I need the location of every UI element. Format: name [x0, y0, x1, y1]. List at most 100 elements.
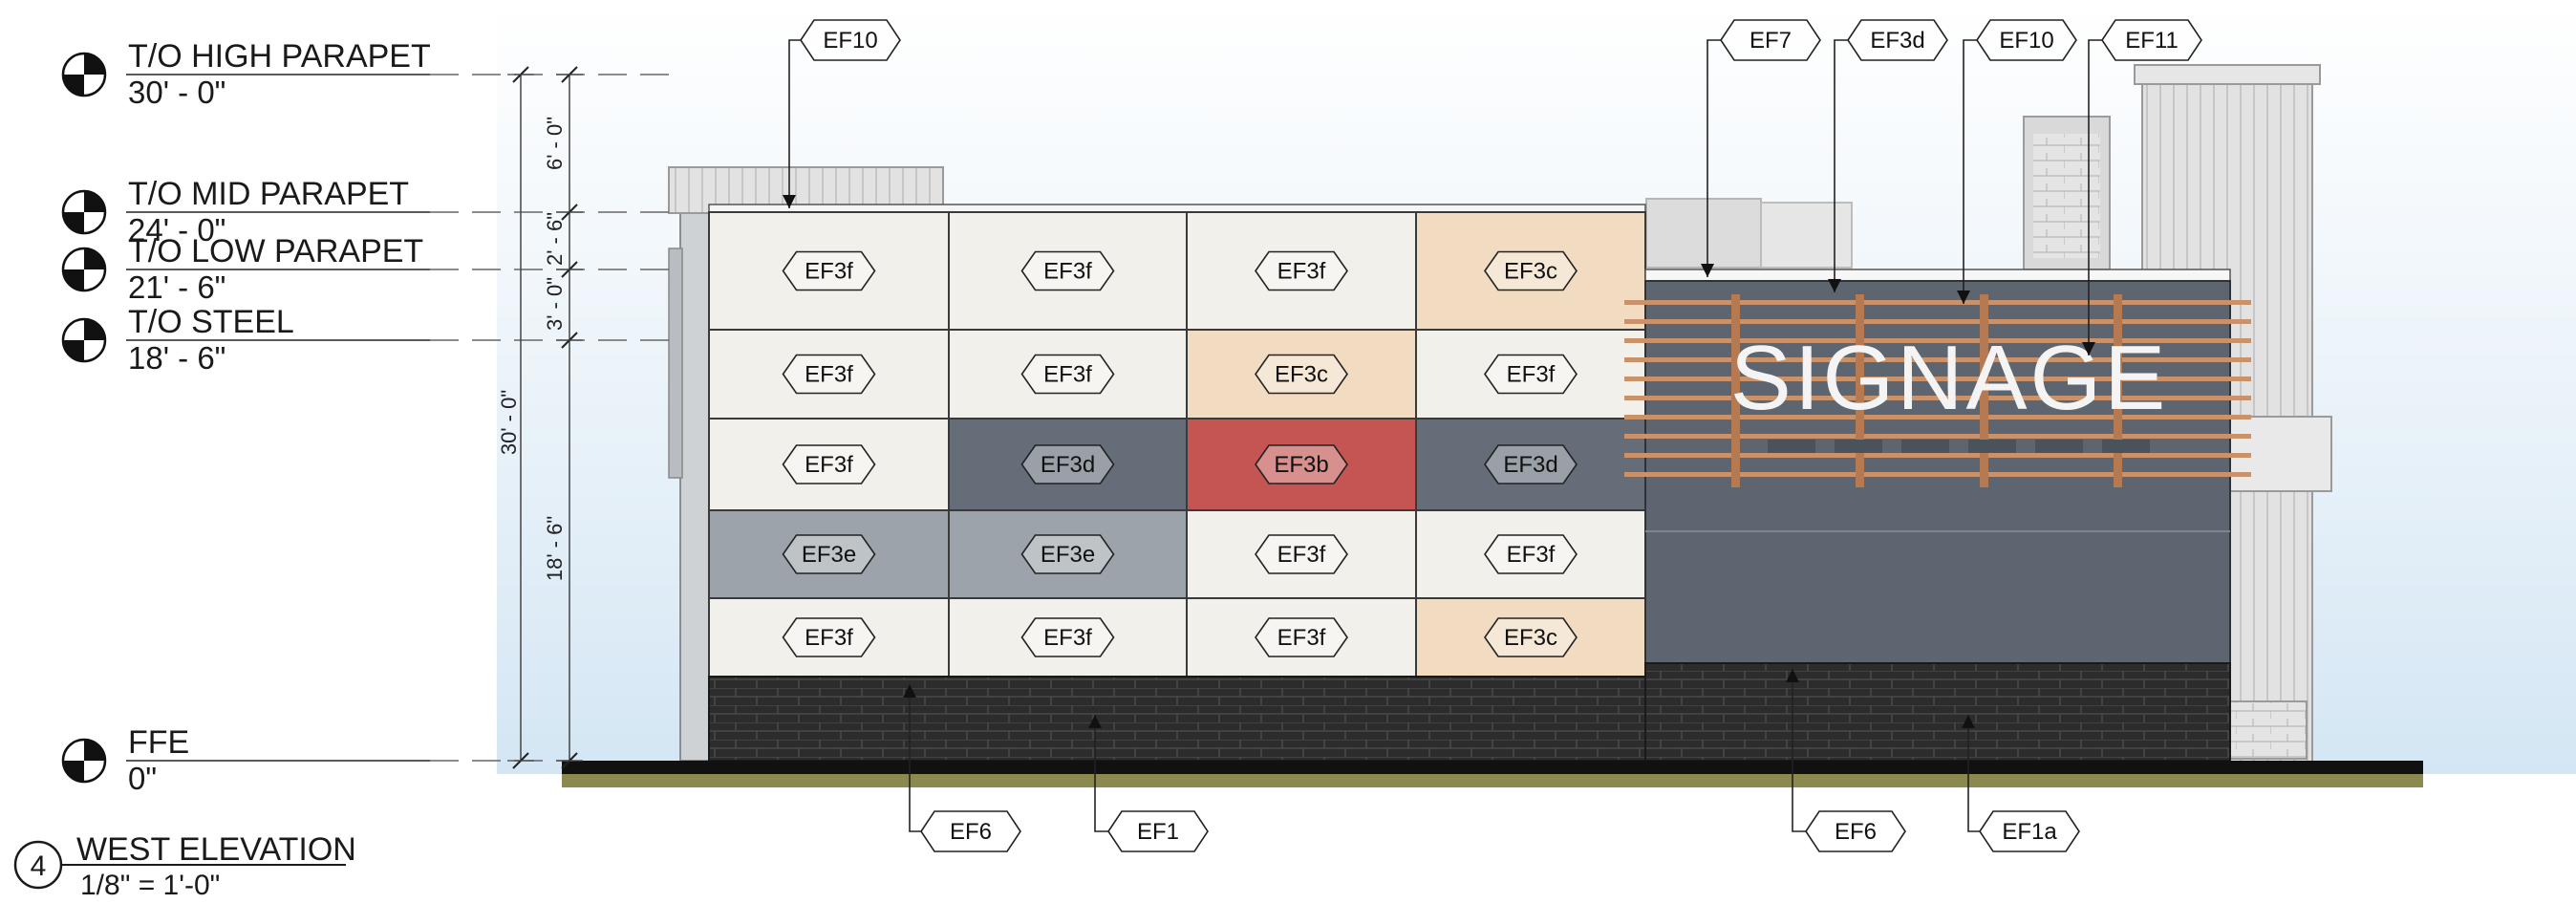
signage-text: SIGNAGE [1730, 327, 2168, 429]
panel-tag-outline [1484, 534, 1578, 574]
panel-tag: EF3f [1484, 534, 1578, 574]
dimension-ticks [507, 66, 583, 769]
panel-tag: EF3f [1255, 617, 1348, 657]
level-elevation: 0" [128, 761, 157, 796]
level-name: FFE [128, 724, 189, 761]
bottom-tag-label: EF1a [2002, 819, 2057, 845]
facade-panel: EF3d [948, 418, 1188, 511]
tag-leader-line [1967, 715, 1980, 832]
facade-panel-fill [948, 509, 1188, 599]
facade-panel-fill [1186, 211, 1417, 331]
facade-panel-fill [708, 597, 950, 678]
facade-panel-fill [1415, 418, 1646, 511]
panel-tag: EF3f [1255, 250, 1348, 291]
top-tag: EF7 [1720, 19, 1821, 61]
bottom-tag-outline [920, 810, 1021, 852]
bottom-tag-callout: EF1a [1962, 715, 2080, 852]
panel-tag-label: EF3c [1504, 625, 1557, 651]
top-tag-label: EF11 [2125, 28, 2179, 54]
panel-tag-outline [1255, 617, 1348, 657]
dimension-label-2: 2' - 6" [543, 212, 567, 266]
panel-tag-outline [1255, 444, 1348, 484]
panel-tag: EF3f [1020, 617, 1115, 657]
left-side-wall [679, 181, 712, 762]
facade-panel: EF3f [708, 418, 950, 511]
facade-panel-fill [708, 211, 950, 331]
top-tag-outline [2101, 19, 2202, 61]
dimension-label-4: 18' - 6" [543, 516, 567, 581]
top-tag-callout: EF7 [1701, 19, 1821, 277]
facade-panel-fill [948, 329, 1188, 420]
panel-tag-label: EF3f [1043, 259, 1092, 285]
panel-tag: EF3f [1484, 354, 1578, 395]
wood-slat [1624, 357, 2251, 362]
panel-tag-outline [1255, 250, 1348, 291]
facade-panel-fill [1186, 509, 1417, 599]
drawing-scale: 1/8" = 1'-0" [80, 870, 220, 901]
wood-slat-screen [1624, 294, 2251, 487]
dimension-strings: 30' - 0" 6' - 0" 2' - 6" 3' - 0" 18' - 6… [497, 66, 583, 769]
panel-tag: EF3e [782, 534, 876, 574]
top-tag-callout: EF3d [1828, 19, 1948, 292]
mid-parapet-coping [708, 204, 1646, 213]
level-target-quadrant [63, 269, 84, 291]
top-tag-callout: EF10 [1957, 19, 2077, 304]
top-tag-label: EF3d [1870, 28, 1924, 54]
panel-tag-label: EF3d [1503, 452, 1557, 478]
facade-panel: EF3e [948, 509, 1188, 599]
facade-panel: EF3f [708, 597, 950, 678]
panel-tag: EF3f [1020, 354, 1115, 395]
tag-leader-line [1834, 39, 1848, 292]
top-tag-outline [800, 19, 901, 61]
wood-slat [1624, 319, 2251, 324]
facade-panel-fill [1415, 211, 1646, 331]
sign-shadow [1901, 440, 1949, 453]
panel-tag-label: EF3f [805, 625, 853, 651]
tag-leader-line [2088, 39, 2102, 355]
level-target-quadrant [84, 319, 105, 340]
panel-tag: EF3d [1020, 444, 1115, 484]
panel-tag-label: EF3b [1274, 452, 1328, 478]
bottom-tag: EF1 [1107, 810, 1209, 852]
tag-leader-line [1094, 715, 1108, 832]
leader-arrow-icon [1962, 715, 1975, 728]
stone-column-texture [2033, 134, 2100, 258]
level-target-quadrant [63, 75, 84, 96]
right-tower-base [2229, 700, 2308, 760]
leader-arrow-icon [1957, 291, 1970, 304]
level-target-quadrant [84, 740, 105, 761]
panel-tag-outline [782, 444, 876, 484]
panel-tag: EF3f [782, 250, 876, 291]
facade-panel: EF3f [708, 329, 950, 420]
brick-base-left [708, 676, 1646, 762]
wood-slat [1624, 415, 2251, 420]
bottom-tag-label: EF6 [950, 819, 992, 845]
mechanical-screen [1645, 198, 1762, 269]
panel-tag-label: EF3f [1277, 259, 1326, 285]
facade-panel: EF3e [708, 509, 950, 599]
facade-panel: EF3f [708, 211, 950, 331]
panel-tag: EF3c [1484, 250, 1578, 291]
level-target-quadrant [63, 761, 84, 782]
facade-panel: EF3b [1186, 418, 1417, 511]
top-tag-outline [1720, 19, 1821, 61]
wood-slat [1624, 396, 2251, 400]
facade-panel: EF3c [1415, 597, 1646, 678]
facade-panel-fill [948, 211, 1188, 331]
sign-shadow [1835, 440, 1882, 453]
panel-tag-label: EF3f [1277, 625, 1326, 651]
panel-tag: EF3f [782, 617, 876, 657]
panel-tag-outline [782, 354, 876, 395]
top-tag-outline [1976, 19, 2077, 61]
bottom-tag-callout: EF6 [1786, 669, 1906, 852]
bottom-tag-outline [1979, 810, 2080, 852]
level-elevation: 24' - 0" [128, 212, 225, 248]
sign-shadow [1968, 440, 2016, 453]
facade-panel-fill [948, 597, 1188, 678]
view-number: 4 [31, 850, 47, 882]
slat-post [2114, 294, 2122, 487]
